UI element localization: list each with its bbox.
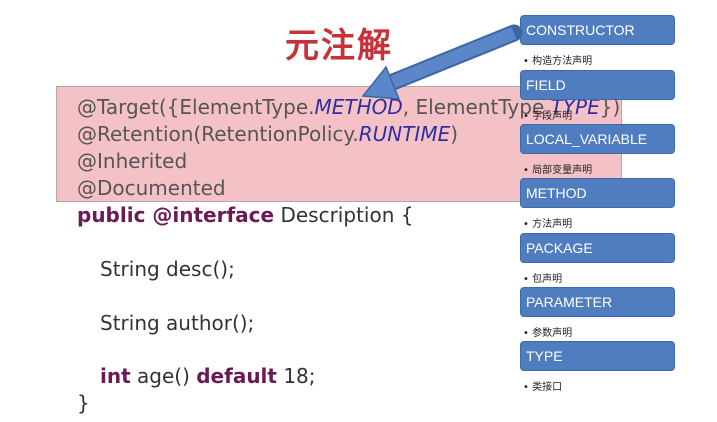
code-line-close-brace: } <box>77 391 90 415</box>
element-type-parameter[interactable]: PARAMETER <box>520 287 675 317</box>
code-line-retention: @Retention(RetentionPolicy.RUNTIME) <box>77 122 458 146</box>
code-text: @Retention(RetentionPolicy. <box>77 122 359 146</box>
code-text: ) <box>450 122 459 146</box>
element-type-desc: • 构造方法声明 <box>523 56 593 67</box>
code-line-documented: @Documented <box>77 176 226 200</box>
code-text: Description { <box>274 203 414 227</box>
element-type-method[interactable]: METHOD <box>520 178 675 208</box>
code-text: age() <box>130 364 197 388</box>
element-type-desc: • 参数声明 <box>523 328 573 339</box>
element-type-type[interactable]: TYPE <box>520 341 675 371</box>
slide-title: 元注解 <box>285 26 393 66</box>
element-type-package[interactable]: PACKAGE <box>520 233 675 263</box>
element-type-desc: • 方法声明 <box>523 219 573 230</box>
element-type-desc: • 类接口 <box>523 382 563 393</box>
code-line-interface-decl: public @interface Description { <box>77 203 413 227</box>
arrow-head <box>361 65 401 100</box>
code-keyword: public @interface <box>77 203 275 227</box>
code-line-age: int age() default 18; <box>100 364 316 388</box>
element-type-desc: • 局部变量声明 <box>523 165 593 176</box>
element-type-constructor[interactable]: CONSTRUCTOR <box>520 15 675 45</box>
code-text: 18; <box>276 364 316 388</box>
element-type-field[interactable]: FIELD <box>520 70 675 100</box>
code-line-target: @Target({ElementType.METHOD, ElementType… <box>77 95 620 119</box>
code-keyword: default <box>196 364 277 388</box>
element-type-desc: • 字段声明 <box>523 111 573 122</box>
code-line-desc: String desc(); <box>100 257 235 281</box>
code-line-author: String author(); <box>100 311 255 335</box>
element-type-local-variable[interactable]: LOCAL_VARIABLE <box>520 124 675 154</box>
code-constant: METHOD <box>314 95 403 119</box>
arrow-shaft <box>385 26 517 91</box>
code-line-inherited: @Inherited <box>77 149 188 173</box>
code-block: @Target({ElementType.METHOD, ElementType… <box>0 0 620 415</box>
element-type-desc: • 包声明 <box>523 274 563 285</box>
code-text: @Target({ElementType. <box>77 95 315 119</box>
code-text: }) <box>599 95 621 119</box>
code-constant: RUNTIME <box>358 122 451 146</box>
code-keyword: int <box>100 364 131 388</box>
